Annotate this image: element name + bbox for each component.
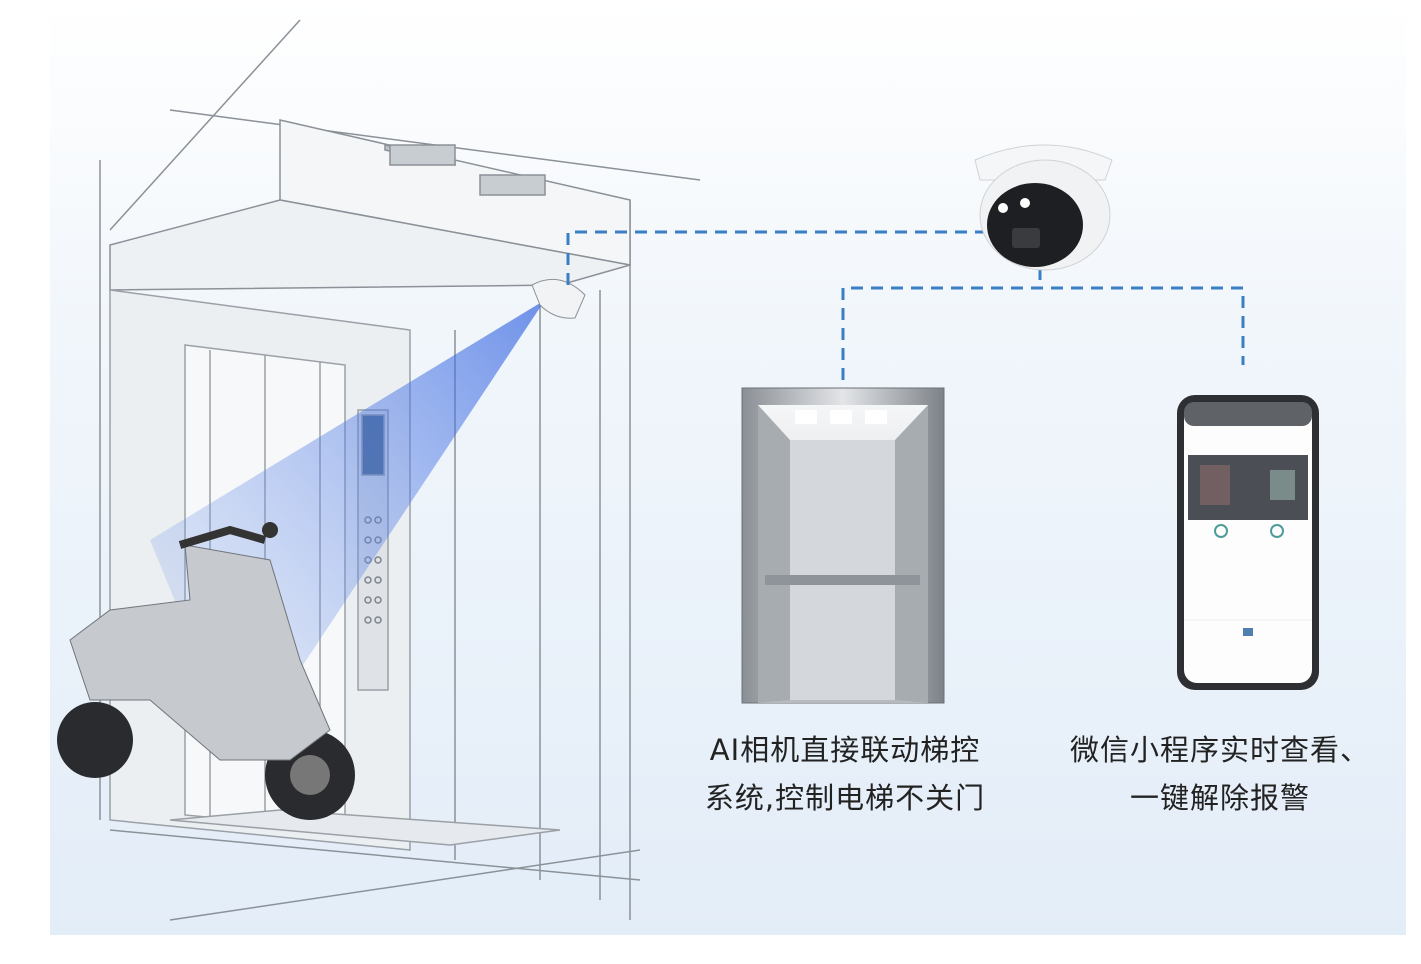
caption-wechat-app: 微信小程序实时查看、 一键解除报警	[1050, 726, 1390, 822]
caption-line: AI相机直接联动梯控	[709, 733, 981, 767]
dome-camera-icon	[974, 144, 1113, 271]
ceiling-camera-icon	[531, 278, 586, 319]
caption-line: 一键解除报警	[1129, 781, 1310, 815]
caption-line: 微信小程序实时查看、	[1069, 733, 1370, 767]
smartphone-app-screen	[1177, 395, 1319, 690]
electric-scooter	[57, 522, 355, 820]
elevator-ceiling	[109, 119, 631, 291]
caption-elevator-control: AI相机直接联动梯控 系统,控制电梯不关门	[680, 726, 1010, 822]
connection-lines	[566, 230, 1245, 380]
caption-line: 系统,控制电梯不关门	[704, 781, 986, 815]
elevator-door-image	[741, 387, 945, 704]
